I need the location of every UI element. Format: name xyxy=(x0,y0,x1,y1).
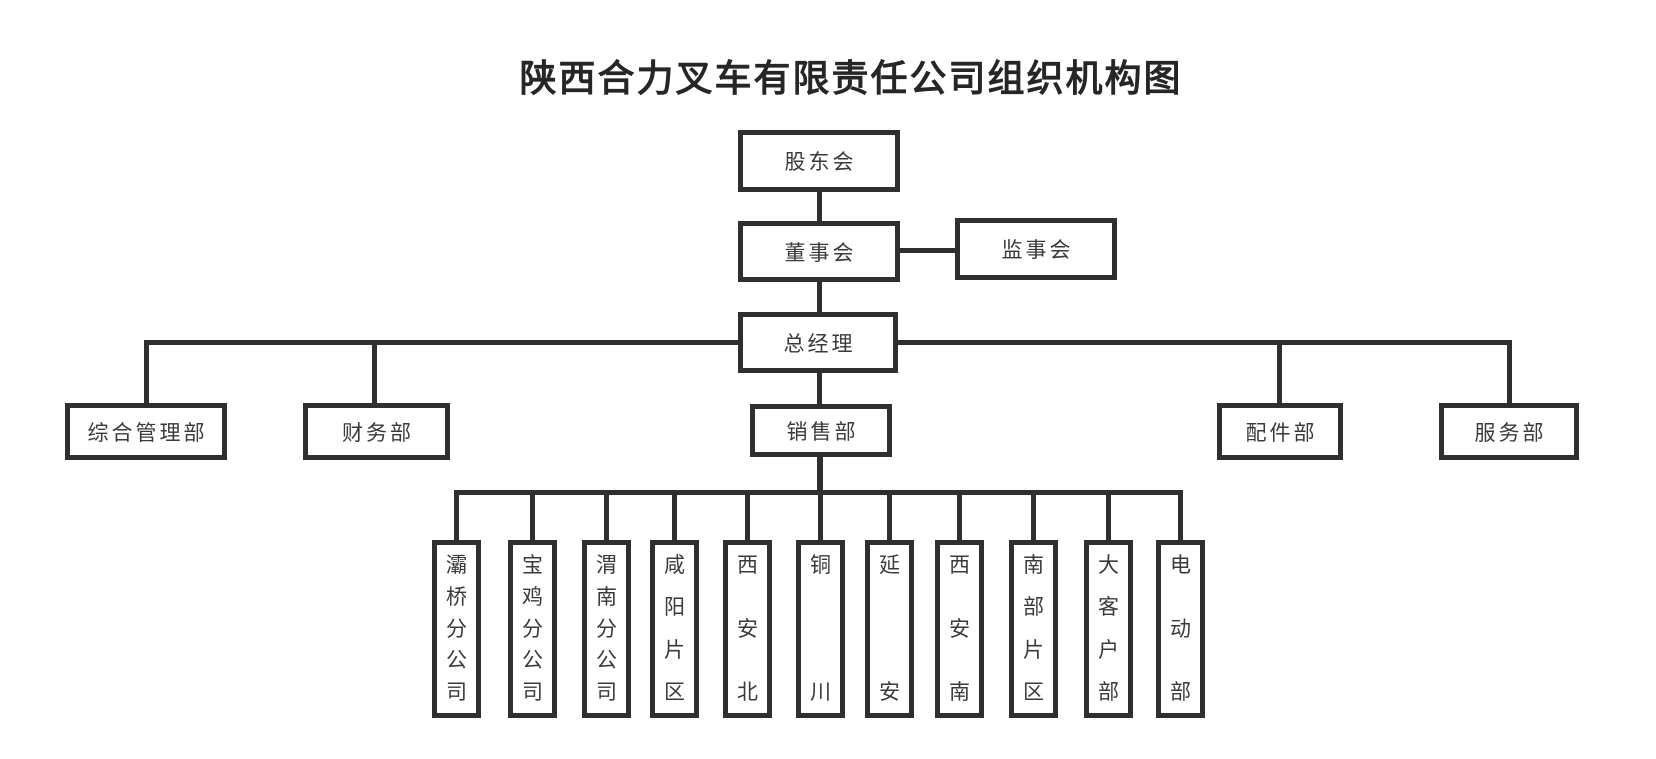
connector-gm-left-bus xyxy=(144,340,738,345)
connector-drop-baqiao xyxy=(454,490,459,545)
node-label: 股东会 xyxy=(784,150,857,174)
node-key-accounts-dept: 大客户部 xyxy=(1084,540,1133,718)
connector-drop-electric xyxy=(1178,490,1183,545)
node-label: 监事会 xyxy=(1001,238,1074,262)
connector-sales-bus xyxy=(817,457,823,493)
connector-board-gm xyxy=(817,282,822,312)
connector-drop-xianyang xyxy=(672,490,677,545)
node-label: 董事会 xyxy=(784,240,857,265)
node-xian-north: 西安北 xyxy=(723,540,772,718)
node-electric-dept: 电动部 xyxy=(1156,540,1205,718)
connector-drop-xian-south xyxy=(957,490,962,545)
node-label: 铜川 xyxy=(810,553,831,704)
node-yanan: 延安 xyxy=(865,540,914,718)
connector-board-supervisory xyxy=(900,248,955,253)
node-label: 财务部 xyxy=(342,420,414,445)
node-southern-area: 南部片区 xyxy=(1009,540,1058,718)
node-service-dept: 服务部 xyxy=(1439,403,1579,460)
connector-drop-service xyxy=(1507,340,1512,408)
node-label: 西安南 xyxy=(949,553,970,704)
node-label: 服务部 xyxy=(1474,420,1547,445)
connector-drop-parts xyxy=(1277,340,1282,408)
node-weinan-branch: 渭南分公司 xyxy=(582,540,631,718)
connector-shareholders-board xyxy=(817,192,822,221)
node-general-manager: 总经理 xyxy=(738,312,898,373)
connector-drop-southern xyxy=(1031,490,1036,545)
connector-gm-right-bus xyxy=(898,340,1512,345)
node-label: 渭南分公司 xyxy=(596,553,617,704)
connector-drop-weinan xyxy=(604,490,609,545)
node-baqiao-branch: 灞桥分公司 xyxy=(432,540,481,718)
node-label: 综合管理部 xyxy=(87,420,208,445)
node-general-admin-dept: 综合管理部 xyxy=(65,403,227,460)
node-label: 电动部 xyxy=(1170,553,1191,704)
connector-drop-xian-north xyxy=(745,490,750,545)
node-label: 总经理 xyxy=(783,331,856,356)
node-label: 宝鸡分公司 xyxy=(522,553,543,704)
connector-drop-tongchuan xyxy=(818,490,823,545)
node-tongchuan: 铜川 xyxy=(796,540,845,718)
connector-drop-finance xyxy=(372,340,377,408)
node-baoji-branch: 宝鸡分公司 xyxy=(508,540,557,718)
connector-drop-key-accounts xyxy=(1106,490,1111,545)
node-label: 销售部 xyxy=(786,419,859,444)
node-supervisory-board: 监事会 xyxy=(955,218,1117,280)
node-label: 咸阳片区 xyxy=(664,553,685,704)
node-parts-dept: 配件部 xyxy=(1217,403,1343,460)
node-label: 西安北 xyxy=(737,553,758,704)
node-label: 延安 xyxy=(879,553,900,704)
node-shareholders-meeting: 股东会 xyxy=(738,130,900,192)
connector-drop-general-admin xyxy=(144,340,149,408)
node-label: 配件部 xyxy=(1245,420,1318,445)
connector-gm-sales xyxy=(817,373,822,405)
node-board-of-directors: 董事会 xyxy=(738,221,900,282)
node-finance-dept: 财务部 xyxy=(303,403,450,460)
node-label: 南部片区 xyxy=(1023,553,1044,704)
connector-drop-yanan xyxy=(887,490,892,545)
node-xianyang-area: 咸阳片区 xyxy=(650,540,699,718)
node-sales-dept: 销售部 xyxy=(750,404,892,457)
chart-title: 陕西合力叉车有限责任公司组织机构图 xyxy=(519,58,1183,99)
node-label: 灞桥分公司 xyxy=(446,553,467,704)
connector-drop-baoji xyxy=(530,490,535,545)
node-label: 大客户部 xyxy=(1098,553,1119,704)
node-xian-south: 西安南 xyxy=(935,540,984,718)
